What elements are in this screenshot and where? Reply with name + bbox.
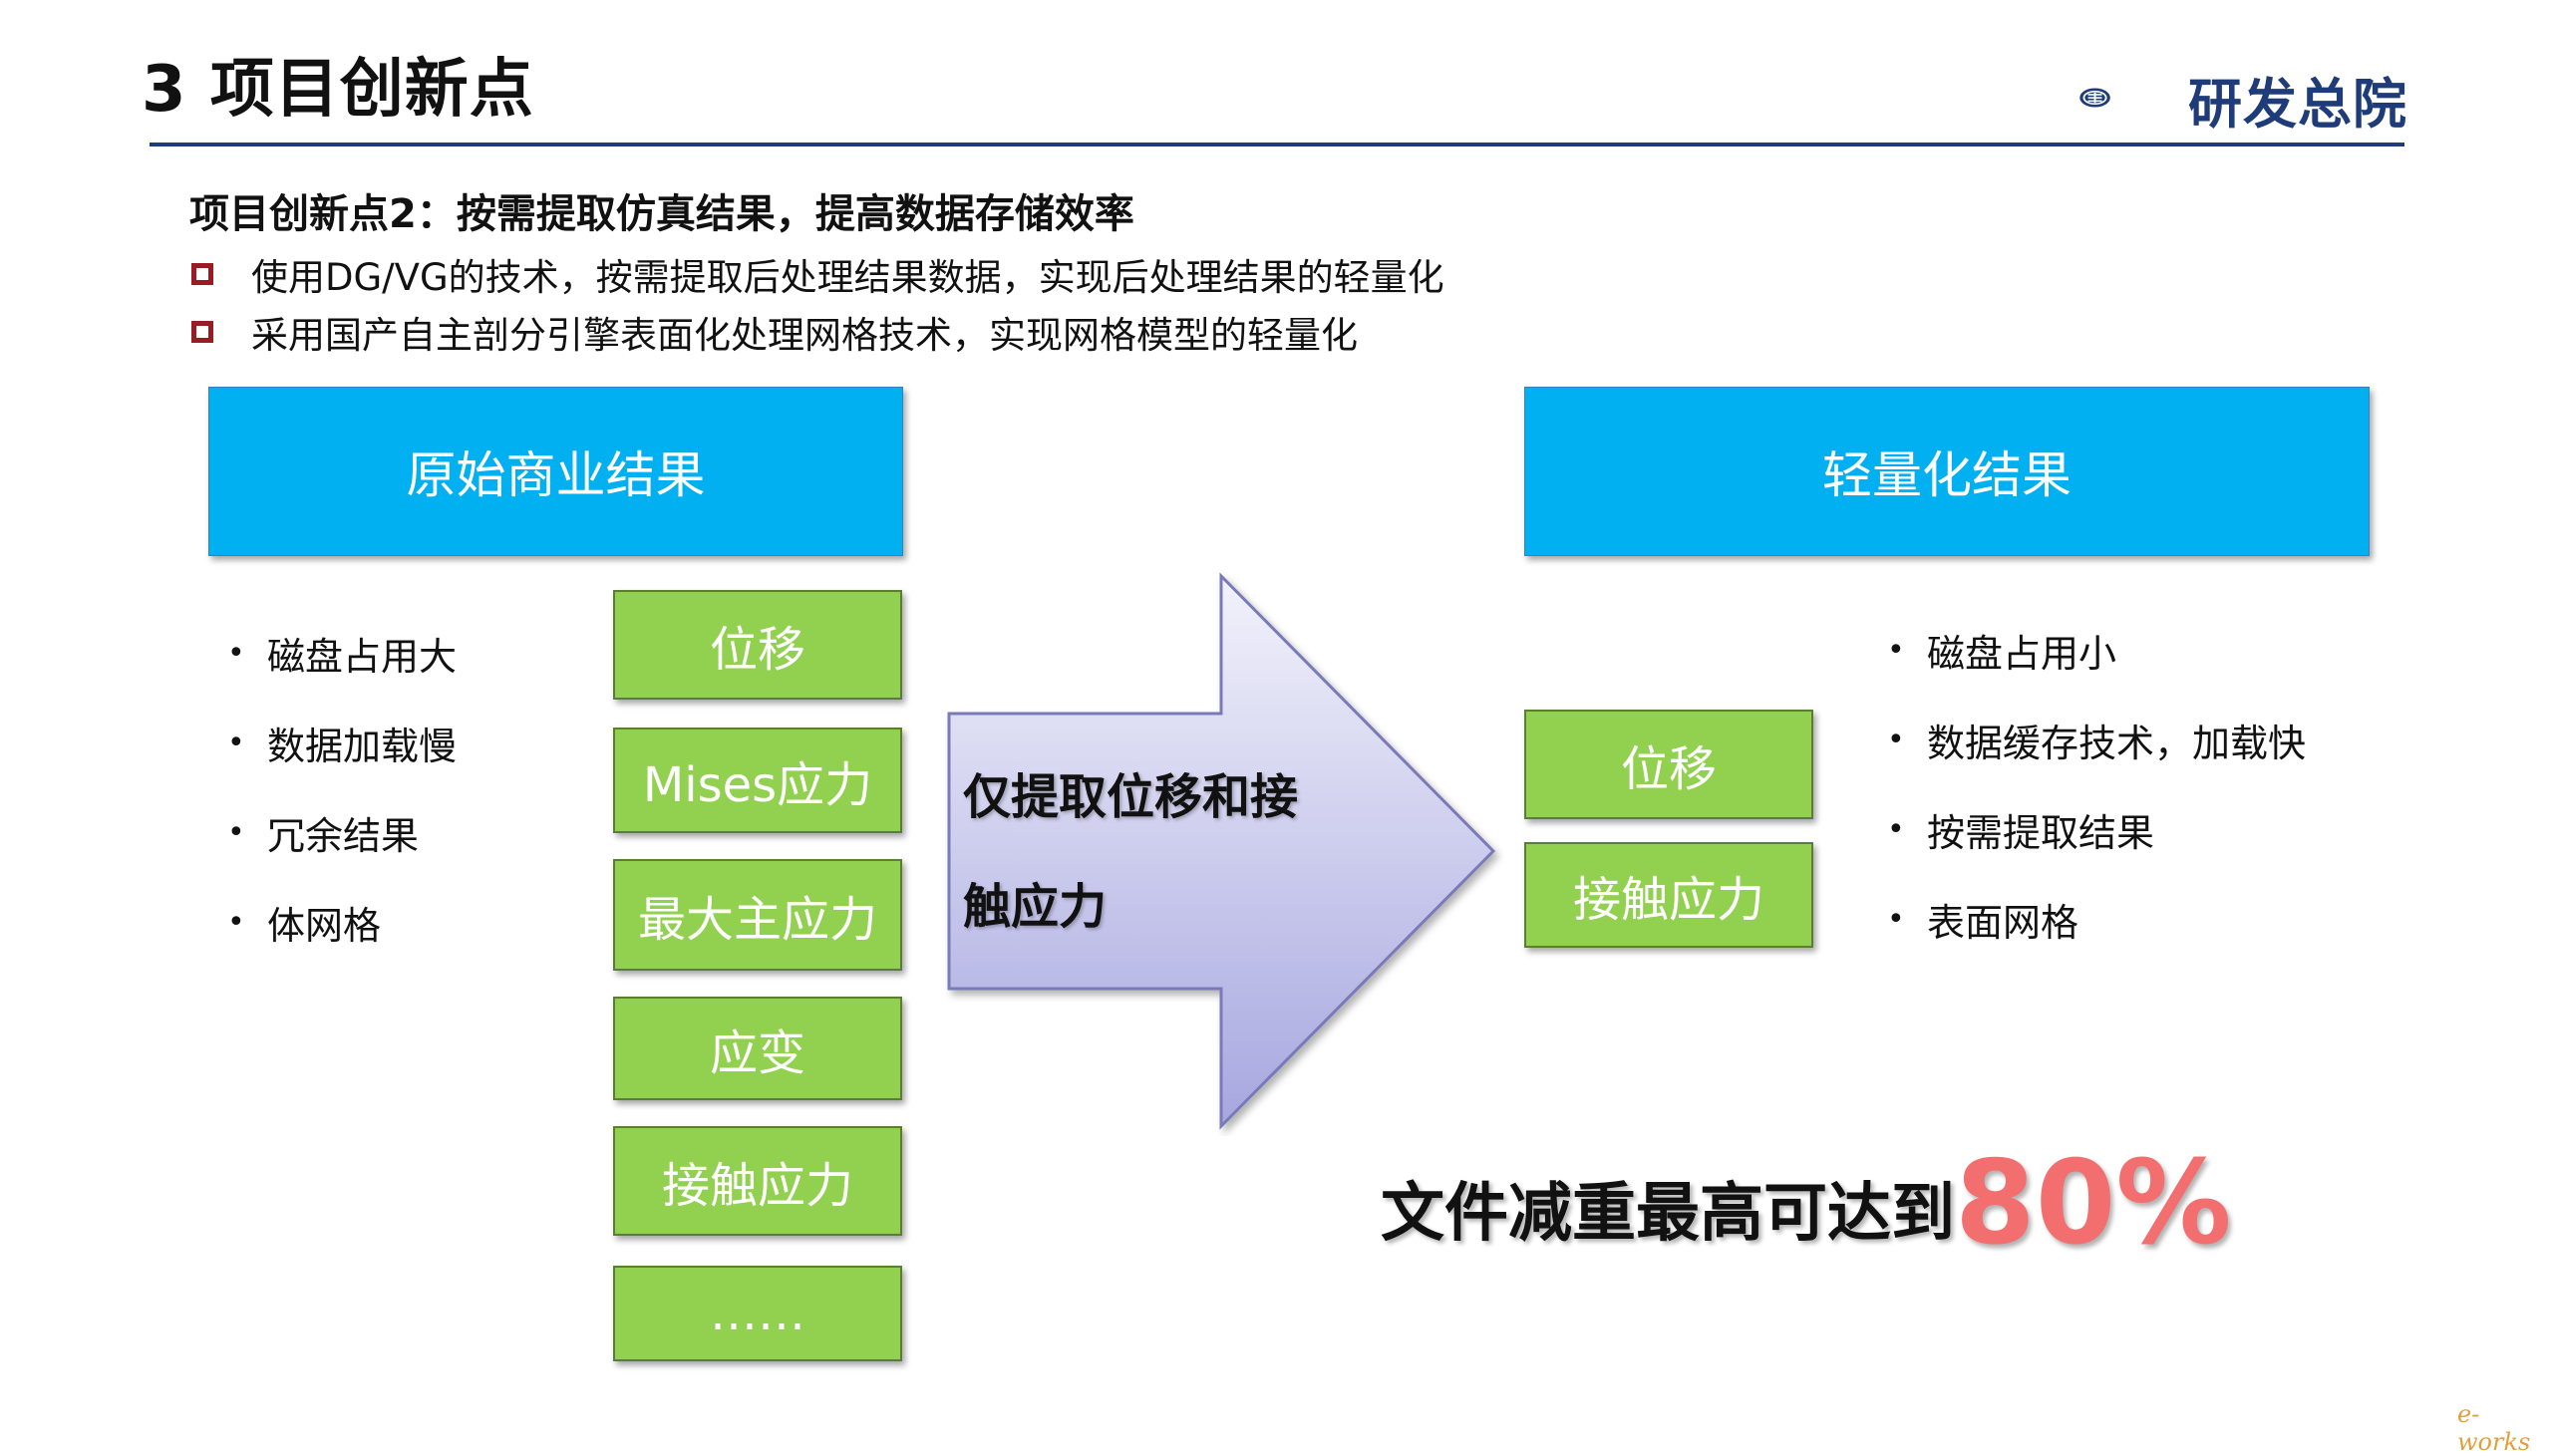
intro-bullet: 采用国产自主剖分引擎表面化处理网格技术，实现网格模型的轻量化 — [191, 305, 1358, 359]
right-feature: • 磁盘占用小 — [1887, 623, 2116, 678]
bullet-dot-icon: • — [227, 726, 245, 760]
bullet-dot-icon: • — [227, 905, 245, 940]
bullet-dot-icon: • — [1887, 902, 1905, 937]
weight-reduction-summary: 文件减重最高可达到 80% — [1381, 1146, 2232, 1262]
left-feature-text: 体网格 — [267, 904, 382, 948]
bullet-dot-icon: • — [227, 815, 245, 850]
extraction-arrow — [947, 572, 1496, 1130]
square-bullet-icon — [191, 263, 213, 285]
summary-lead-text: 文件减重最高可达到 — [1381, 1177, 1955, 1251]
result-box-ellipsis: …… — [613, 1266, 902, 1361]
right-feature-text: 磁盘占用小 — [1927, 632, 2117, 676]
intro-bullet-text: 使用DG/VG的技术，按需提取后处理结果数据，实现后处理结果的轻量化 — [251, 256, 1444, 299]
intro-bullet: 使用DG/VG的技术，按需提取后处理结果数据，实现后处理结果的轻量化 — [191, 247, 1444, 301]
right-feature-text: 数据缓存技术，加载快 — [1927, 722, 2307, 765]
eworks-watermark: e-works — [2457, 1400, 2531, 1456]
left-feature-text: 数据加载慢 — [267, 725, 458, 768]
result-box-displacement-light: 位移 — [1524, 710, 1813, 819]
square-bullet-icon — [191, 321, 213, 343]
left-feature: • 数据加载慢 — [227, 716, 457, 770]
left-feature: • 冗余结果 — [227, 805, 419, 860]
result-box-contact-stress: 接触应力 — [613, 1126, 902, 1236]
right-feature: • 按需提取结果 — [1887, 802, 2154, 857]
left-feature: • 体网格 — [227, 895, 381, 950]
left-feature-text: 磁盘占用大 — [267, 635, 458, 679]
faw-logo-icon — [2079, 88, 2110, 108]
bullet-dot-icon: • — [1887, 723, 1905, 757]
lightweight-results-header: 轻量化结果 — [1524, 387, 2370, 556]
bullet-dot-icon: • — [1887, 812, 1905, 847]
page-title: 3 项目创新点 — [142, 53, 534, 127]
result-box-strain: 应变 — [613, 997, 902, 1100]
right-feature-text: 按需提取结果 — [1927, 811, 2155, 855]
result-box-max-principal-stress: 最大主应力 — [613, 859, 902, 971]
left-feature: • 磁盘占用大 — [227, 626, 457, 681]
result-box-contact-stress-light: 接触应力 — [1524, 842, 1813, 948]
result-box-mises-stress: Mises应力 — [613, 728, 902, 833]
right-feature-text: 表面网格 — [1927, 901, 2079, 945]
bullet-dot-icon: • — [1887, 633, 1905, 668]
summary-percent: 80% — [1955, 1136, 2232, 1271]
intro-bullet-text: 采用国产自主剖分引擎表面化处理网格技术，实现网格模型的轻量化 — [251, 314, 1358, 357]
arrow-label-line1: 仅提取位移和接 — [963, 769, 1299, 825]
right-feature: • 表面网格 — [1887, 892, 2078, 947]
logo-text: 研发总院 — [2188, 73, 2407, 136]
result-box-displacement: 位移 — [613, 590, 902, 700]
subtitle: 项目创新点2：按需提取仿真结果，提高数据存储效率 — [189, 191, 1134, 237]
arrow-label-line2: 触应力 — [963, 879, 1108, 935]
left-feature-text: 冗余结果 — [267, 814, 420, 858]
bullet-dot-icon: • — [227, 636, 245, 671]
title-divider — [150, 143, 2404, 146]
right-feature: • 数据缓存技术，加载快 — [1887, 713, 2306, 767]
original-results-header: 原始商业结果 — [208, 387, 903, 556]
